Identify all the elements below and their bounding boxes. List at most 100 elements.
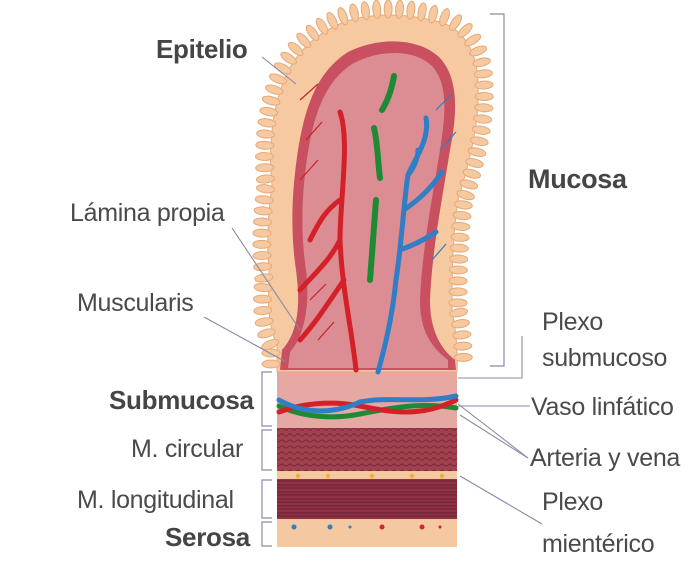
microvillus [280, 51, 297, 65]
microvillus [252, 217, 272, 227]
microvillus [253, 306, 273, 316]
microvillus [469, 45, 488, 57]
microvillus [459, 179, 479, 190]
microvillus [255, 140, 275, 150]
microvillus [406, 0, 416, 20]
label-serosa: Serosa [165, 522, 250, 552]
microvillus [372, 0, 382, 19]
leader-lines [203, 56, 543, 525]
microvillus [474, 91, 494, 101]
serosa-bracket [261, 521, 272, 547]
microvillus [462, 168, 481, 179]
label-submucosa: Submucosa [109, 385, 254, 415]
microvillus [287, 41, 304, 56]
microvilli [252, 0, 494, 369]
capillaries [299, 83, 335, 341]
microvillus [255, 174, 275, 184]
label-plexo-mienterico-1: Plexo [542, 488, 604, 516]
microvillus [360, 1, 371, 21]
microvillus [464, 33, 482, 47]
microvillus [472, 57, 491, 68]
mucosa-bracket [490, 13, 505, 367]
microvillus [452, 211, 472, 221]
villus [252, 0, 494, 375]
microvillus [349, 3, 360, 23]
label-plexo-submucoso-2: submucoso [542, 344, 668, 372]
microvillus [452, 330, 472, 340]
microvillus [474, 80, 494, 90]
layer-brackets [261, 13, 505, 547]
label-plexo-mienterico-2: mientérico [542, 530, 655, 558]
mienteric-plexus-dots [295, 473, 445, 479]
microvillus [252, 239, 272, 249]
submucosa-bracket [261, 371, 272, 427]
microvillus [256, 129, 276, 139]
microvillus [457, 23, 473, 38]
venules [431, 93, 457, 261]
microvillus [450, 232, 470, 242]
microvillus [449, 14, 463, 31]
label-m-circular: M. circular [131, 435, 243, 463]
microvillus [261, 359, 281, 369]
longitudinal-bracket [261, 479, 272, 519]
lacteal [367, 73, 397, 283]
microvillus [395, 0, 405, 19]
microvillus [257, 118, 277, 128]
microvillus [453, 352, 473, 362]
microvillus [451, 221, 471, 232]
microvillus [469, 136, 489, 146]
label-lamina-propia: Lámina propia [70, 199, 225, 227]
label-vaso-linfatico: Vaso linfático [531, 393, 674, 421]
microvillus [449, 243, 469, 253]
label-epitelio: Epitelio [156, 34, 248, 64]
microvillus [253, 262, 273, 272]
microvillus [453, 341, 473, 351]
label-muscularis: Muscularis [77, 289, 194, 317]
microvillus [257, 328, 276, 339]
microvillus [253, 206, 273, 216]
microvillus [448, 298, 468, 308]
vein [375, 115, 445, 375]
artery [297, 109, 359, 373]
microvillus [474, 103, 494, 113]
lamina-propia [288, 52, 448, 368]
microvillus [448, 287, 468, 297]
microvillus [473, 114, 493, 124]
serosa-layer [277, 519, 457, 547]
microvillus [448, 265, 468, 275]
microvillus [465, 158, 484, 168]
microvillus [428, 4, 439, 24]
microvillus [473, 69, 493, 79]
microvillus [252, 251, 272, 261]
longitudinal-muscle-layer [277, 479, 457, 519]
label-mucosa: Mucosa [528, 164, 627, 194]
microvillus [261, 95, 281, 106]
microvillus [383, 0, 393, 19]
microvillus [259, 106, 279, 117]
microvillus [268, 73, 287, 85]
microvillus [256, 184, 275, 194]
microvillus [449, 307, 469, 318]
microvillus [296, 32, 311, 49]
microvillus [254, 195, 274, 205]
label-plexo-submucoso-1: Plexo [542, 308, 604, 336]
microvillus [265, 84, 284, 95]
submucosal-vessels [276, 393, 459, 420]
microvillus [448, 276, 468, 286]
microvillus [315, 17, 329, 35]
microvillus [451, 319, 470, 329]
microvillus [326, 11, 339, 30]
mienteric-band [277, 471, 457, 479]
microvillus [471, 125, 491, 135]
microvillus [255, 163, 275, 173]
microvillus [252, 294, 272, 304]
microvillus [261, 338, 280, 351]
microvillus [417, 2, 427, 22]
circular-muscle-layer [277, 428, 457, 472]
microvillus [305, 24, 320, 41]
microvillus [255, 152, 275, 162]
microvillus [467, 147, 487, 157]
microvillus [456, 189, 475, 201]
microvillus [337, 7, 349, 26]
